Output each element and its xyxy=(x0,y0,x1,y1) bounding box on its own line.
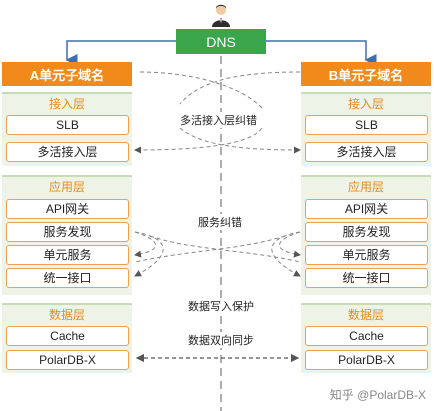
unit-a-unit-service-node: 单元服务 xyxy=(6,245,129,265)
unit-a-unified-interface-node: 统一接口 xyxy=(6,268,129,288)
layer-title: 数据层 xyxy=(48,308,85,322)
unit-b-unit-service-node: 单元服务 xyxy=(305,245,428,265)
unit-a-api-gateway-node: API网关 xyxy=(6,199,129,219)
unit-a-active-access-node: 多活接入层 xyxy=(6,142,129,162)
unit-b-slb-node: SLB xyxy=(305,115,428,135)
unit-a-access-layer: 接入层 SLB 多活接入层 xyxy=(2,92,132,166)
unit-a-title: A单元子域名 xyxy=(2,62,132,86)
unit-b-service-discovery-node: 服务发现 xyxy=(305,222,428,242)
unit-a-data-layer: 数据层 Cache PolarDB-X xyxy=(2,303,132,373)
data-write-protect-label: 数据写入保护 xyxy=(186,298,256,314)
layer-title: 接入层 xyxy=(48,97,85,111)
watermark: 知乎 @PolarDB-X xyxy=(329,388,426,402)
layer-title: 数据层 xyxy=(347,308,384,322)
dns-box: DNS xyxy=(176,29,266,54)
data-sync-label: 数据双向同步 xyxy=(186,332,256,348)
layer-title: 接入层 xyxy=(347,97,384,111)
unit-b-active-access-node: 多活接入层 xyxy=(305,142,428,162)
unit-a-cache-node: Cache xyxy=(6,326,129,346)
access-correction-label: 多活接入层纠错 xyxy=(178,112,259,128)
unit-a-polardb-node: PolarDB-X xyxy=(6,350,129,370)
service-correction-label: 服务纠错 xyxy=(196,214,244,230)
unit-b-title: B单元子域名 xyxy=(301,62,431,86)
user-icon xyxy=(209,3,233,27)
unit-a-service-discovery-node: 服务发现 xyxy=(6,222,129,242)
layer-title: 应用层 xyxy=(48,180,85,194)
unit-b-api-gateway-node: API网关 xyxy=(305,199,428,219)
unit-b-access-layer: 接入层 SLB 多活接入层 xyxy=(301,92,431,166)
unit-b-app-layer: 应用层 API网关 服务发现 单元服务 统一接口 xyxy=(301,175,431,295)
layer-title: 应用层 xyxy=(347,180,384,194)
unit-a-slb-node: SLB xyxy=(6,115,129,135)
unit-b-data-layer: 数据层 Cache PolarDB-X xyxy=(301,303,431,373)
unit-a-app-layer: 应用层 API网关 服务发现 单元服务 统一接口 xyxy=(2,175,132,295)
unit-b-polardb-node: PolarDB-X xyxy=(305,350,428,370)
unit-b-cache-node: Cache xyxy=(305,326,428,346)
unit-b-unified-interface-node: 统一接口 xyxy=(305,268,428,288)
